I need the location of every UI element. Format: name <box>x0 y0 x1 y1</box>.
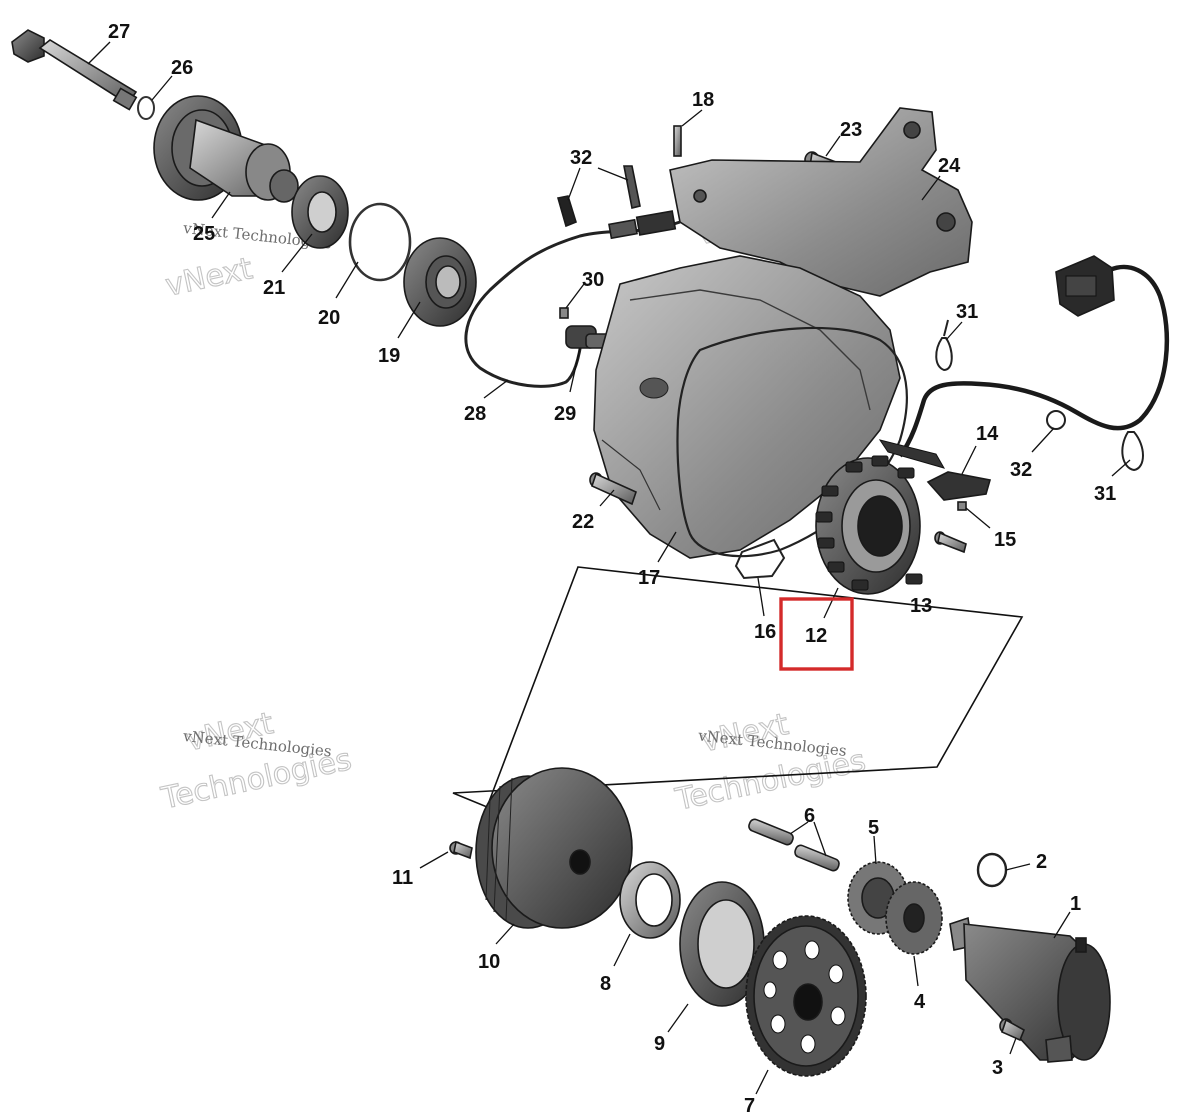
part-14-plate <box>926 471 992 501</box>
part-7-starter-gear <box>745 915 867 1077</box>
callout-28: 28 <box>464 403 486 425</box>
part-9-thrust-plate <box>679 881 765 1007</box>
part-31-cable-tie-right <box>1121 431 1144 472</box>
callout-26: 26 <box>171 57 193 79</box>
part-17-cover-gasket <box>676 326 908 558</box>
harness-connector-b <box>608 218 638 240</box>
callout-16: 16 <box>754 621 776 643</box>
highlight-box <box>779 597 854 671</box>
part-18-stud <box>673 125 682 157</box>
wire-clip <box>878 439 946 469</box>
callout-31-right: 31 <box>1094 483 1116 505</box>
watermark-big-a: vNext <box>163 251 256 304</box>
callout-30: 30 <box>582 269 604 291</box>
callout-18: 18 <box>692 89 714 111</box>
part-26-o-ring <box>137 96 155 120</box>
part-21-seal <box>291 175 349 249</box>
callout-9: 9 <box>654 1033 665 1055</box>
callout-3: 3 <box>992 1057 1003 1079</box>
part-32-grommet <box>1046 410 1066 430</box>
harness-connector <box>635 210 677 236</box>
callout-27: 27 <box>108 21 130 43</box>
callout-20: 20 <box>318 307 340 329</box>
callout-15: 15 <box>994 529 1016 551</box>
callout-7: 7 <box>744 1095 755 1117</box>
callout-11: 11 <box>392 867 413 889</box>
part-22-bolt <box>589 472 637 506</box>
callout-6: 6 <box>804 805 815 827</box>
callout-5: 5 <box>868 817 879 839</box>
callout-8: 8 <box>600 973 611 995</box>
callout-2: 2 <box>1036 851 1047 873</box>
part-20-retaining-ring <box>348 202 412 282</box>
part-32-connectors-top <box>556 165 641 228</box>
part-30-screw <box>559 307 569 319</box>
part-10-flywheel <box>475 767 633 929</box>
callout-12: 12 <box>805 625 827 647</box>
part-8-spacer-ring <box>619 861 681 939</box>
magneto-housing <box>593 255 901 559</box>
leader-lines <box>87 41 1131 1095</box>
part-31-cable-tie-top <box>935 319 953 372</box>
part-2-o-ring <box>976 852 1008 888</box>
part-16-small-gasket <box>734 538 786 580</box>
callout-10: 10 <box>478 951 500 973</box>
part-11-screw <box>449 840 473 860</box>
stator-connector <box>1055 255 1115 317</box>
callout-14: 14 <box>976 423 999 445</box>
callout-31-top: 31 <box>956 301 978 323</box>
part-28-wire-harness <box>464 220 681 388</box>
callout-17: 17 <box>638 567 660 589</box>
part-1-starter-motor <box>949 916 1111 1063</box>
callout-32-right: 32 <box>1010 459 1032 481</box>
part-13-stator <box>815 455 923 595</box>
part-3-bolt <box>999 1018 1026 1042</box>
subassembly-frame <box>452 566 1024 809</box>
part-19-bearing <box>403 237 477 327</box>
callout-25: 25 <box>193 223 215 245</box>
callout-23: 23 <box>840 119 862 141</box>
part-15-screws <box>934 501 967 554</box>
stator-wire <box>898 264 1170 458</box>
part-4-gear <box>885 881 943 955</box>
callout-22: 22 <box>572 511 594 533</box>
part-27-bolt <box>11 29 138 111</box>
callout-4: 4 <box>914 991 926 1013</box>
part-25-pulley-shaft <box>153 95 299 203</box>
callout-19: 19 <box>378 345 400 367</box>
part-6-pins <box>748 818 840 872</box>
watermark-mid-left: vNext Technologies vNext Technologies <box>157 705 355 817</box>
mounting-bracket <box>669 107 973 297</box>
watermark-mid-right: vNext Technologies vNext Technologies <box>671 706 869 818</box>
callout-labels: 27 26 25 21 20 19 18 23 24 32 30 29 28 3… <box>108 21 1116 1117</box>
callout-29: 29 <box>554 403 576 425</box>
callout-21: 21 <box>263 277 285 299</box>
callout-32-top: 32 <box>570 147 592 169</box>
callout-24: 24 <box>938 155 961 177</box>
callout-1: 1 <box>1070 893 1081 915</box>
callout-13: 13 <box>910 595 932 617</box>
